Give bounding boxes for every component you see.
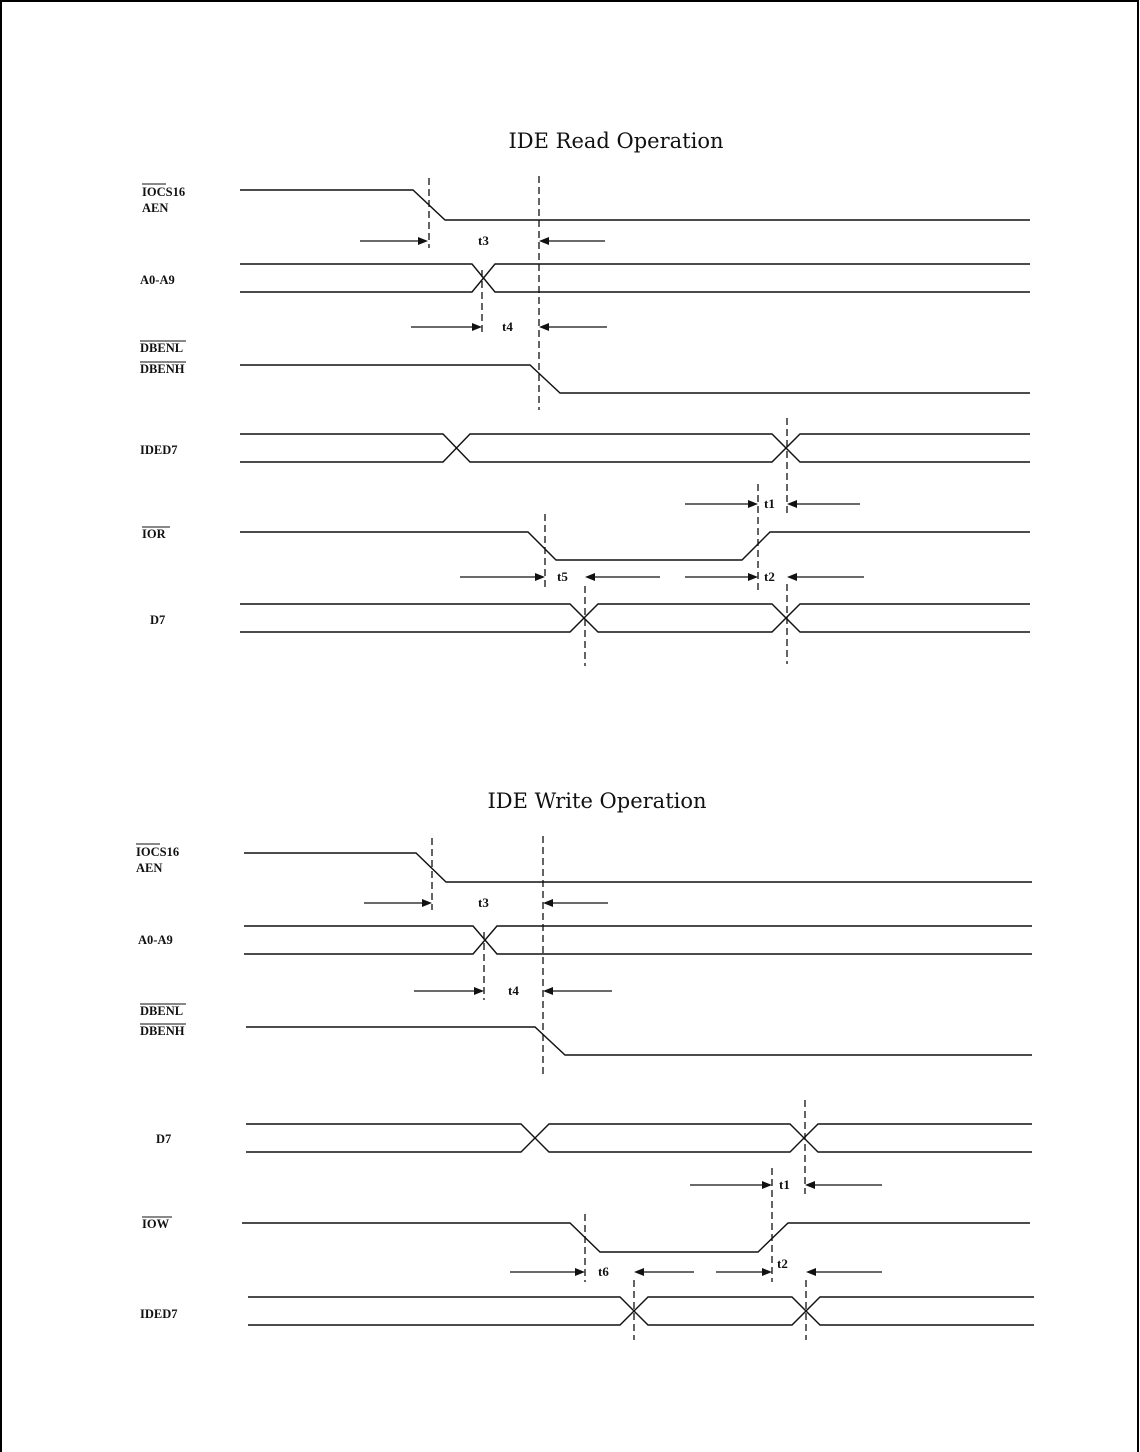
write-ided7-waveform-a	[248, 1296, 1034, 1326]
write-t3-label: t3	[478, 895, 489, 910]
read-dbenl-label: DBENL	[140, 340, 186, 355]
write-t4-label: t4	[508, 983, 519, 998]
write-ided7-label: IDED7	[140, 1307, 178, 1321]
read-iocs16-label: IOCS16	[142, 183, 185, 199]
read-ided7-waveform-a	[240, 433, 1030, 463]
write-dbenl-label: DBENL	[140, 1003, 186, 1018]
write-t6-label: t6	[598, 1264, 609, 1279]
read-addr-waveform-a	[240, 263, 1030, 293]
write-iocs16-text: IOCS16	[136, 845, 179, 859]
write-aen-label: AEN	[136, 861, 162, 875]
read-dbenh-label: DBENH	[140, 361, 186, 376]
write-iocs16-waveform	[244, 852, 1032, 883]
write-title: IDE Write Operation	[487, 789, 706, 813]
read-dben-waveform	[240, 364, 1030, 394]
write-t2-marker: t2	[716, 1256, 882, 1276]
read-t3-label: t3	[478, 233, 489, 248]
read-t1-label: t1	[764, 496, 775, 511]
read-t5-marker: t5	[460, 569, 660, 584]
read-t2-label: t2	[764, 569, 775, 584]
read-addr-label: A0-A9	[140, 273, 175, 287]
read-t5-label: t5	[557, 569, 568, 584]
write-t4-marker: t4	[414, 983, 612, 998]
read-d7-waveform-b	[240, 603, 1030, 633]
read-iocs16-text: IOCS16	[142, 185, 185, 199]
write-d7-waveform-b	[246, 1123, 1032, 1153]
read-ior-text: IOR	[142, 527, 167, 541]
write-t6-marker: t6	[510, 1264, 694, 1279]
write-t1-label: t1	[779, 1177, 790, 1192]
write-iow-label: IOW	[142, 1216, 172, 1231]
write-iow-text: IOW	[142, 1217, 170, 1231]
write-dbenh-label: DBENH	[140, 1023, 186, 1038]
read-addr-waveform-b	[240, 263, 1030, 293]
read-operation-diagram: IDE Read Operation IOCS16 AEN A0-A9 DBEN…	[140, 129, 1030, 666]
read-iocs16-waveform	[240, 189, 1030, 221]
write-t1-marker: t1	[690, 1177, 882, 1192]
write-iow-waveform	[242, 1222, 1030, 1253]
write-d7-waveform-a	[246, 1123, 1032, 1153]
read-d7-label: D7	[150, 613, 165, 627]
read-title: IDE Read Operation	[509, 129, 724, 153]
read-t3-marker: t3	[360, 233, 605, 248]
write-dbenl-text: DBENL	[140, 1004, 183, 1018]
read-t4-label: t4	[502, 319, 513, 334]
read-ided7-label: IDED7	[140, 443, 178, 457]
read-t4-marker: t4	[411, 319, 607, 334]
write-addr-waveform-a	[244, 925, 1032, 955]
write-dben-waveform	[246, 1026, 1032, 1056]
write-ided7-waveform-b	[248, 1296, 1034, 1326]
read-dbenh-text: DBENH	[140, 362, 185, 376]
write-dbenh-text: DBENH	[140, 1024, 185, 1038]
read-t1-marker: t1	[685, 496, 860, 511]
read-ior-waveform	[240, 531, 1030, 561]
read-ided7-waveform-b	[240, 433, 1030, 463]
write-d7-label: D7	[156, 1132, 171, 1146]
write-t2-label: t2	[777, 1256, 788, 1271]
write-addr-waveform-b	[244, 925, 1032, 955]
write-iocs16-label: IOCS16	[136, 843, 179, 859]
write-addr-label: A0-A9	[138, 933, 173, 947]
read-d7-waveform-a	[240, 603, 1030, 633]
read-dbenl-text: DBENL	[140, 341, 183, 355]
write-t3-marker: t3	[364, 895, 608, 910]
read-ior-label: IOR	[142, 526, 170, 541]
write-operation-diagram: IDE Write Operation IOCS16 AEN A0-A9 DBE…	[136, 789, 1034, 1340]
read-t2-marker: t2	[685, 569, 864, 584]
read-aen-label: AEN	[142, 201, 168, 215]
